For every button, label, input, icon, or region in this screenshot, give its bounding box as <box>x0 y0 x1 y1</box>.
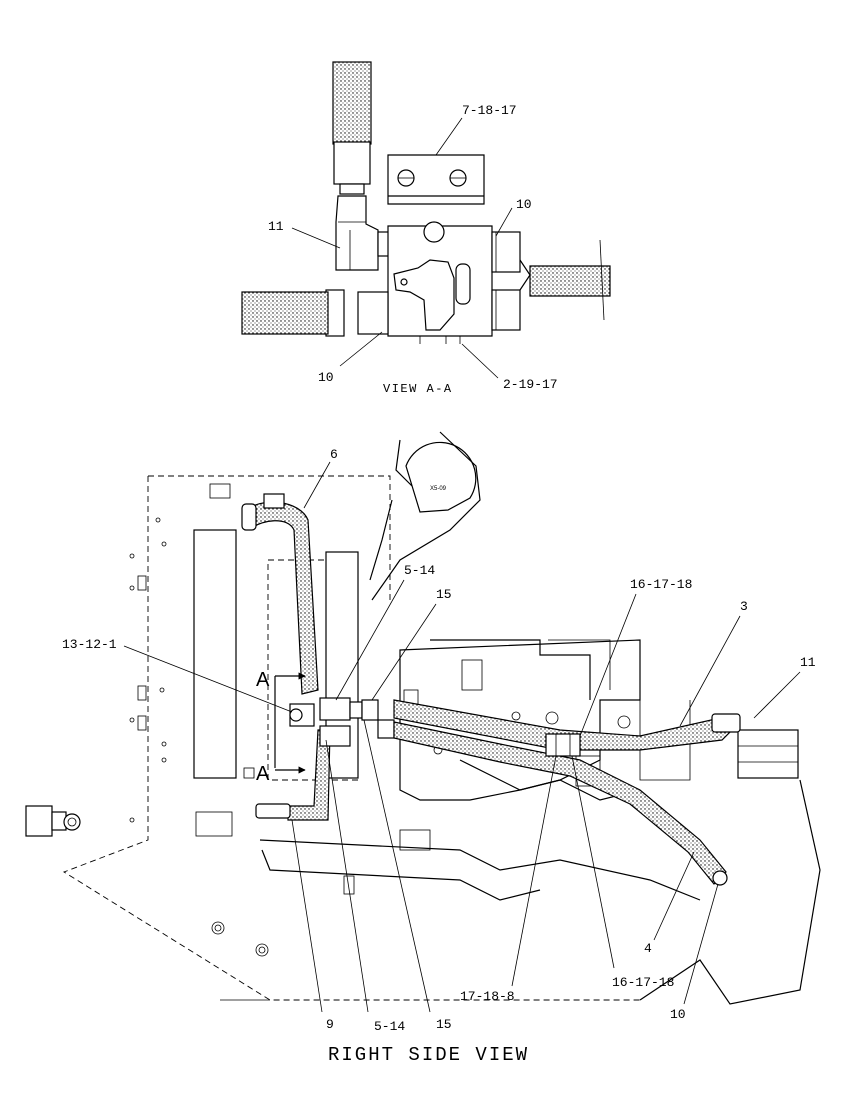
left-fitting <box>357 291 389 335</box>
hose-nut <box>339 183 365 195</box>
view-aa-caption: VIEW A-A <box>383 382 453 396</box>
left-hose <box>241 291 329 335</box>
section-marker-lower: A <box>256 763 270 785</box>
callout-11: 11 <box>800 655 816 670</box>
callout-6: 6 <box>330 447 338 462</box>
frame-outline-right <box>639 779 821 1005</box>
section-marker-upper: A <box>256 669 270 691</box>
vertical-hose <box>332 61 372 145</box>
callout-3: 3 <box>740 599 748 614</box>
hose-ferrule <box>333 141 371 185</box>
view-aa-callout-2-19-17: 2-19-17 <box>503 377 558 392</box>
callout-16-17-18-lower: 16-17-18 <box>612 975 674 990</box>
right-side-view-drawing <box>25 431 821 1013</box>
upper-component <box>405 441 477 513</box>
callout-10: 10 <box>670 1007 686 1022</box>
elbow-fitting <box>335 195 379 271</box>
hose-4 <box>393 721 727 885</box>
hose-3 <box>393 699 738 751</box>
callout-9: 9 <box>326 1017 334 1032</box>
frame-outline-top <box>148 475 391 600</box>
radiator <box>193 529 237 779</box>
callout-17-18-8: 17-18-8 <box>460 989 515 1004</box>
callout-4: 4 <box>644 941 652 956</box>
view-aa-drawing <box>241 61 611 379</box>
right-hose <box>529 265 611 297</box>
view-aa-callout-7-18-17: 7-18-17 <box>462 103 517 118</box>
view-aa-callout-10-upper: 10 <box>516 197 532 212</box>
view-aa-callout-11: 11 <box>268 219 284 234</box>
component-label: X5-09 <box>430 486 447 492</box>
callout-13-12-1: 13-12-1 <box>62 637 117 652</box>
upper-right-fitting <box>491 231 521 273</box>
callout-16-17-18-upper: 16-17-18 <box>630 577 692 592</box>
hose-6 <box>243 501 319 695</box>
callout-5-14-lower: 5-14 <box>374 1019 405 1034</box>
callout-5-14-upper: 5-14 <box>404 563 435 578</box>
right-side-view-title: RIGHT SIDE VIEW <box>328 1044 529 1066</box>
frame-outline-bottom <box>62 476 640 1001</box>
lower-right-fitting <box>491 289 521 331</box>
view-aa-callout-10-lower: 10 <box>318 370 334 385</box>
valve-cluster <box>737 729 799 779</box>
callout-15-upper: 15 <box>436 587 452 602</box>
mounting-bracket <box>387 154 485 205</box>
hose-clamp <box>545 733 581 757</box>
callout-15-lower: 15 <box>436 1017 452 1032</box>
